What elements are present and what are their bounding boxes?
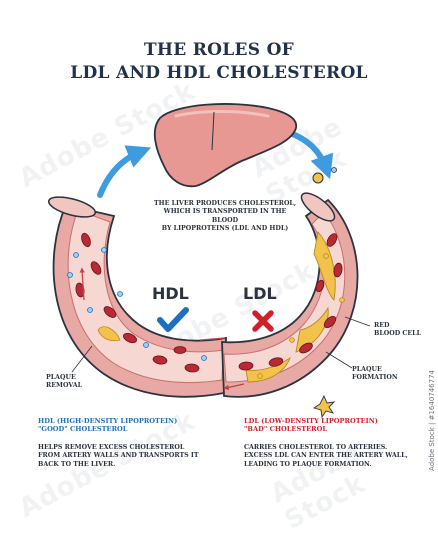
plaque-formation-leader [325, 351, 353, 369]
hdl-title: HDL (HIGH-DENSITY LIPOPROTEIN) "GOOD" CH… [38, 417, 178, 434]
plaque-removal-callout: PLAQUE REMOVAL [46, 374, 83, 390]
diagram-artwork [47, 103, 371, 419]
ldl-description: CARRIES CHOLESTEROL TO ARTERIES. EXCESS … [244, 444, 408, 468]
cross-icon [252, 310, 274, 332]
red-blood-cell-callout: RED BLOOD CELL [374, 322, 422, 338]
title-line-2: LDL AND HDL CHOLESTEROL [70, 63, 368, 83]
plaque-formation-callout: PLAQUE FORMATION [352, 366, 398, 382]
ldl-label: LDL [243, 284, 277, 303]
infographic: Adobe Stock Adobe Stock Adobe Stock Adob… [14, 40, 436, 536]
circulation-arrow-to-liver [97, 145, 152, 198]
title-line-1: THE ROLES OF [143, 40, 295, 60]
hdl-description: HELPS REMOVE EXCESS CHOLESTEROL FROM ART… [38, 444, 199, 468]
check-icon [157, 307, 189, 332]
ldl-particle-icon [312, 394, 336, 419]
hdl-artery [47, 196, 227, 398]
ldl-title: LDL (LOW-DENSITY LIPOPROTEIN) "BAD" CHOL… [244, 417, 378, 434]
ldl-artery [221, 192, 359, 398]
stock-id: Adobe Stock | #1640746774 [428, 370, 436, 471]
plaque-removal-leader [71, 345, 93, 373]
hdl-label: HDL [152, 284, 189, 303]
liver-illustration [153, 103, 337, 188]
liver-caption: THE LIVER PRODUCES CHOLESTEROL, WHICH IS… [153, 200, 297, 232]
red-blood-cell-leader [344, 316, 371, 327]
